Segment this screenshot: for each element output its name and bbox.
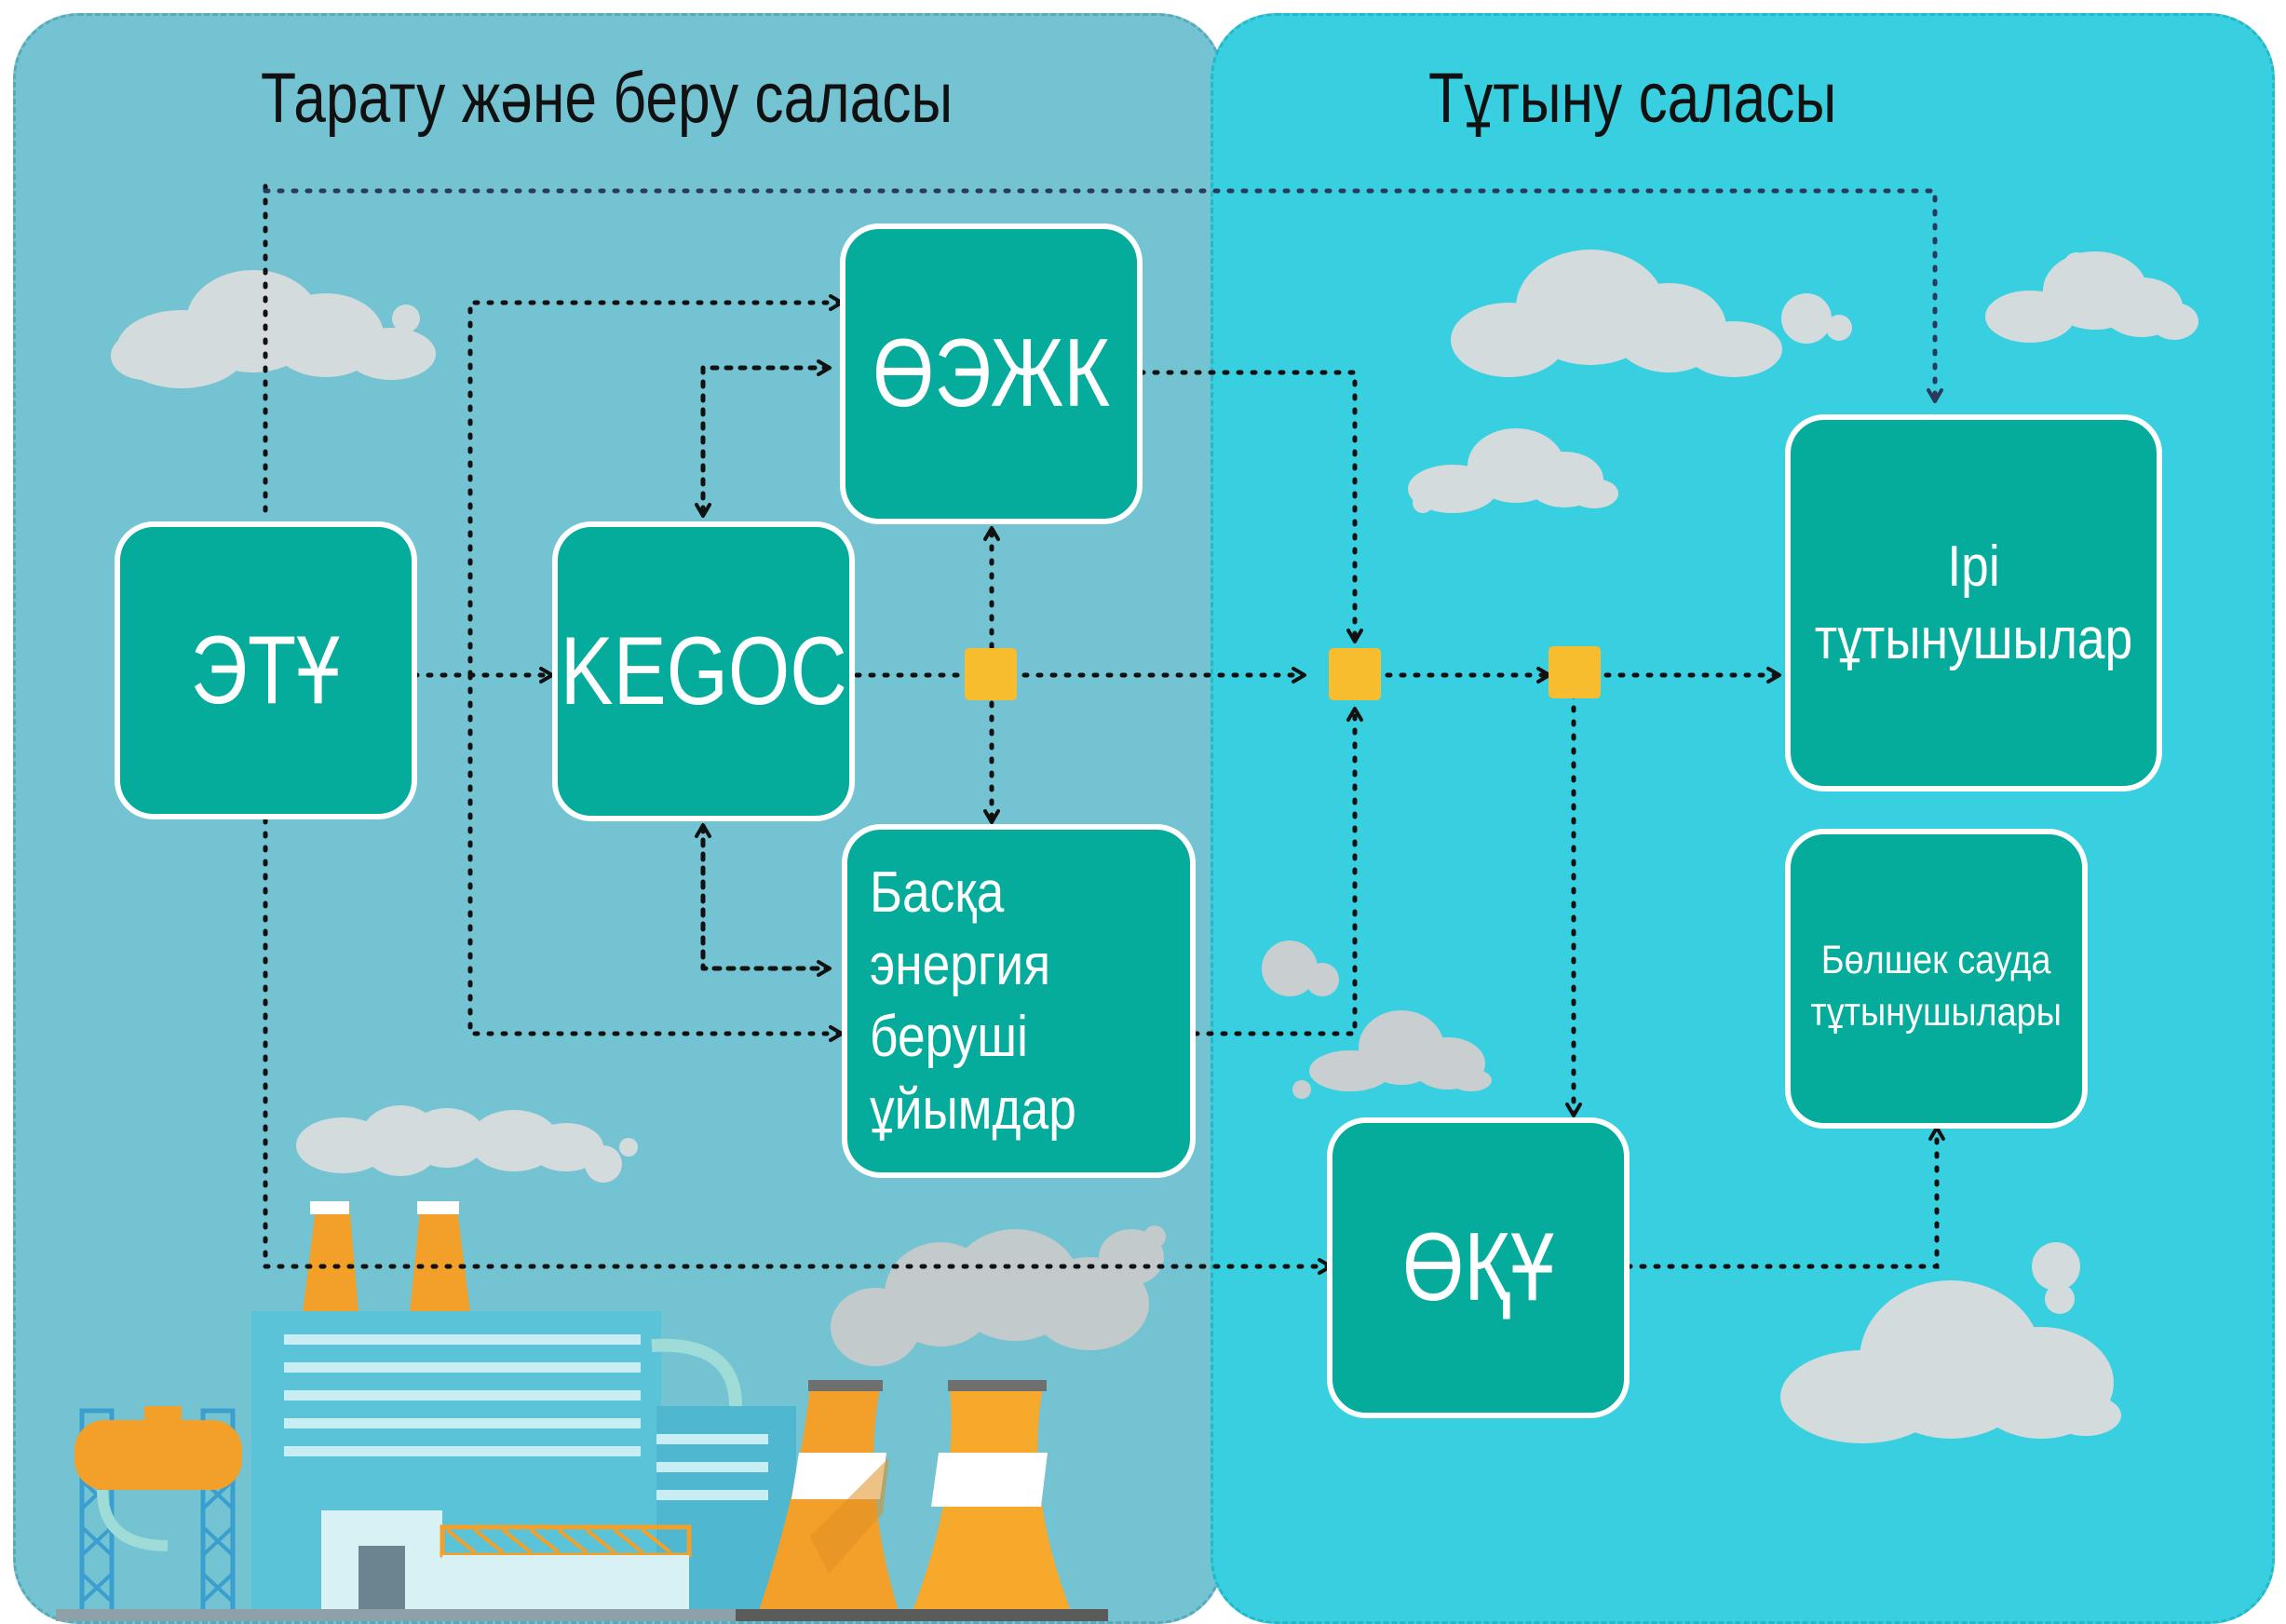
node-etu: ЭТҰ [115, 521, 417, 819]
node-kegoc: KEGOC [552, 521, 855, 821]
cloud-icon [1451, 250, 1852, 377]
cloud-icon [111, 270, 436, 388]
node-etu-label: ЭТҰ [191, 616, 341, 724]
cloud-icon [1408, 428, 1618, 513]
node-oku: ӨҚҰ [1327, 1117, 1630, 1418]
consumption-region-title: Тұтыну саласы [1428, 59, 1837, 138]
node-other-transmission-orgs: Басқа энергия беруші ұйымдар [842, 824, 1196, 1178]
node-large-consumers: Ірі тұтынушылар [1785, 414, 2162, 792]
node-other-transmission-orgs-label: Басқа энергия беруші ұйымдар [870, 860, 1076, 1142]
node-retail-consumers-label: Бөлшек сауда тұтынушылары [1810, 938, 2063, 1035]
cloud-icon [296, 1105, 638, 1183]
cloud-icon [1985, 251, 2198, 343]
connector-to-large-consumers [263, 188, 1943, 403]
node-oezhk-label: ӨЭЖК [872, 319, 1110, 427]
node-oku-label: ӨҚҰ [1401, 1213, 1555, 1321]
node-retail-consumers: Бөлшек сауда тұтынушылары [1785, 829, 2088, 1129]
junction-square-icon [965, 648, 1017, 700]
node-oezhk: ӨЭЖК [840, 223, 1143, 524]
connector-lines [263, 183, 1945, 1275]
power-plant-illustration [56, 1201, 1108, 1621]
cloud-icon [1780, 1242, 2121, 1443]
cloud-icon [831, 1225, 1166, 1366]
junction-square-icon [1549, 646, 1601, 698]
node-kegoc-label: KEGOC [560, 616, 847, 725]
distribution-region-title: Тарату және беру саласы [261, 59, 954, 138]
junction-square-icon [1329, 648, 1381, 700]
cloud-icon [1262, 941, 1492, 1099]
node-large-consumers-label: Ірі тұтынушылар [1814, 535, 2133, 671]
